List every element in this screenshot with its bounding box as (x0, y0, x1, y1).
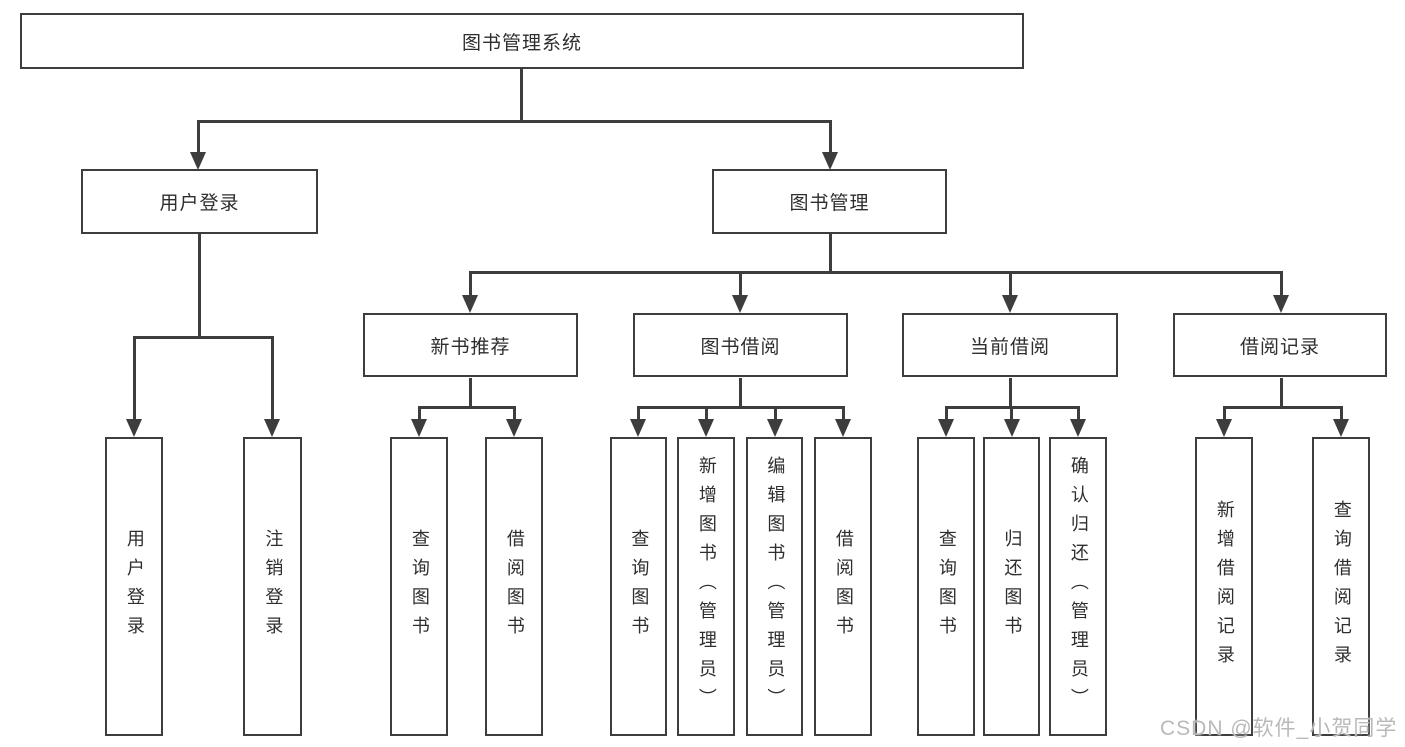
leaf-label: 新增借阅记录 (1214, 499, 1235, 674)
connector-userlogin-branch (132, 335, 274, 339)
down-arrowhead (1003, 419, 1020, 437)
connector-drop-leaf (132, 337, 136, 419)
leaf-confirm-return-admin: 确认归还（管理员） (1049, 437, 1107, 736)
leaf-borrow-books-recommend: 借阅图书 (485, 437, 543, 736)
connector-current-stem (1008, 378, 1012, 407)
leaf-label: 新增图书（管理员） (696, 456, 717, 717)
connector-records-branch (1222, 405, 1343, 409)
down-arrowhead (732, 295, 748, 313)
down-arrowhead (767, 419, 783, 437)
leaf-label: 编辑图书（管理员） (765, 456, 786, 717)
down-arrowhead (822, 152, 838, 170)
connector-drop-leaf (1010, 407, 1013, 419)
connector-records-stem (1279, 378, 1283, 407)
down-arrowhead (1216, 419, 1232, 437)
down-arrowhead (411, 419, 427, 437)
connector-drop-user-login (196, 121, 200, 153)
leaf-query-books-borrow: 查询图书 (610, 437, 667, 736)
connector-newbook-stem (468, 378, 472, 407)
node-current-borrowing: 当前借阅 (902, 313, 1118, 377)
connector-borrow-stem (738, 378, 742, 407)
connector-borrow-branch (636, 405, 845, 409)
down-arrowhead (462, 295, 478, 313)
connector-drop-leaf (773, 407, 777, 419)
node-label: 当前借阅 (969, 336, 1050, 358)
leaf-edit-book-admin: 编辑图书（管理员） (746, 437, 803, 736)
down-arrowhead (835, 419, 851, 437)
connector-newbook-branch (417, 405, 516, 409)
node-label: 用户登录 (159, 193, 240, 214)
connector-drop-leaf (1076, 407, 1080, 419)
node-label: 借阅记录 (1239, 336, 1320, 358)
leaf-label: 查询图书 (629, 528, 650, 645)
leaf-label: 借阅图书 (504, 528, 525, 645)
leaf-borrow-books: 借阅图书 (814, 437, 872, 736)
node-library-management-system: 图书管理系统 (20, 13, 1024, 69)
node-label: 图书借阅 (700, 336, 781, 358)
down-arrowhead (506, 419, 522, 437)
connector-drop-leaf (636, 407, 640, 419)
connector-drop-l3 (738, 272, 742, 295)
connector-bookmgmt-stem (828, 234, 832, 272)
node-book-management: 图书管理 (712, 169, 947, 234)
connector-drop-leaf (944, 407, 948, 419)
down-arrowhead (1333, 419, 1349, 437)
down-arrowhead (698, 419, 714, 437)
node-borrowing-records: 借阅记录 (1173, 313, 1387, 377)
connector-drop-leaf (1222, 407, 1226, 419)
node-new-book-recommend: 新书推荐 (363, 313, 578, 377)
connector-root-stem (519, 69, 523, 121)
down-arrowhead (126, 419, 142, 437)
node-label: 新书推荐 (430, 336, 511, 358)
connector-root-branch (196, 119, 832, 123)
leaf-label: 确认归还（管理员） (1068, 456, 1089, 717)
down-arrowhead (190, 152, 206, 170)
connector-drop-leaf (1339, 407, 1343, 419)
connector-drop-l3 (468, 272, 472, 295)
leaf-label: 查询图书 (409, 528, 430, 645)
node-user-login: 用户登录 (81, 169, 318, 234)
leaf-query-borrow-record: 查询借阅记录 (1312, 437, 1370, 736)
leaf-logout: 注销登录 (243, 437, 302, 736)
down-arrowhead (938, 419, 954, 437)
csdn-watermark: CSDN @软件_小贺同学 (1160, 717, 1398, 740)
connector-drop-leaf (841, 407, 845, 419)
connector-drop-book-mgmt (828, 121, 832, 153)
down-arrowhead (1273, 295, 1289, 313)
leaf-user-login: 用户登录 (105, 437, 163, 736)
leaf-query-books-current: 查询图书 (917, 437, 975, 736)
connector-userlogin-stem (197, 234, 201, 337)
down-arrowhead (264, 419, 280, 437)
leaf-label: 查询借阅记录 (1331, 499, 1352, 674)
connector-drop-l3 (1279, 272, 1283, 295)
connector-drop-leaf (704, 407, 708, 419)
connector-drop-leaf (270, 337, 274, 419)
leaf-label: 查询图书 (936, 528, 957, 645)
down-arrowhead (1070, 419, 1086, 437)
connector-drop-leaf (512, 407, 516, 419)
down-arrowhead (1002, 295, 1018, 313)
leaf-label: 用户登录 (124, 528, 145, 645)
leaf-return-book: 归还图书 (983, 437, 1040, 736)
node-label: 图书管理 (789, 193, 870, 214)
connector-bookmgmt-branch (468, 270, 1283, 274)
leaf-label: 借阅图书 (833, 528, 854, 645)
leaf-add-book-admin: 新增图书（管理员） (677, 437, 735, 736)
leaf-query-books-recommend: 查询图书 (390, 437, 448, 736)
connector-drop-leaf (417, 407, 421, 419)
connector-drop-l3 (1008, 272, 1012, 295)
leaf-label: 归还图书 (1002, 528, 1023, 645)
node-label: 图书管理系统 (461, 32, 582, 54)
node-book-borrowing: 图书借阅 (633, 313, 848, 377)
leaf-add-borrow-record: 新增借阅记录 (1195, 437, 1253, 736)
down-arrowhead (630, 419, 646, 437)
leaf-label: 注销登录 (263, 528, 284, 645)
